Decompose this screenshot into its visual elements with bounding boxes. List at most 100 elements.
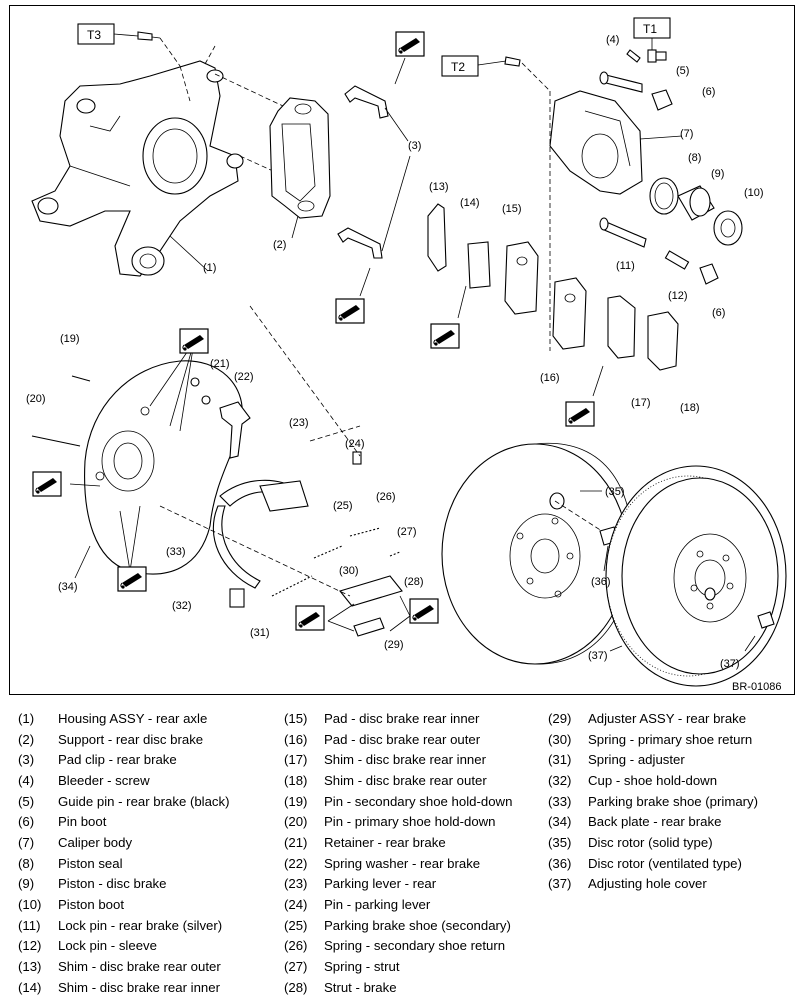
legend-row: (27) Spring - strut xyxy=(284,956,512,977)
parts-legend: (1)Housing ASSY - rear axle(2)Support - … xyxy=(0,708,804,1006)
legend-part-number: (19) xyxy=(284,793,308,809)
callout: (14) xyxy=(460,197,480,209)
legend-row: (29) Adjuster ASSY - rear brake xyxy=(548,708,758,729)
shoe-hardware-drawing xyxy=(159,305,411,637)
legend-part-number: (2) xyxy=(18,731,35,747)
legend-part-name: Pin boot xyxy=(58,814,107,830)
support-drawing xyxy=(269,97,331,239)
legend-part-number: (18) xyxy=(284,772,308,788)
figure-reference-code: BR-01086 xyxy=(732,681,782,693)
callout: (2) xyxy=(273,239,286,251)
legend-part-number: (16) xyxy=(284,731,308,747)
legend-part-name: Back plate - rear brake xyxy=(588,814,722,830)
legend-part-number: (34) xyxy=(548,814,572,830)
legend-row: (21)Retainer - rear brake xyxy=(284,832,512,853)
legend-part-number: (10) xyxy=(18,897,42,913)
callout: (11) xyxy=(616,260,635,272)
legend-row: (3)Pad clip - rear brake xyxy=(18,749,230,770)
legend-part-name: Spring - strut xyxy=(324,959,400,975)
legend-row: (11)Lock pin - rear brake (silver) xyxy=(18,915,230,936)
grease-icon xyxy=(335,298,365,324)
legend-row: (23) Parking lever - rear xyxy=(284,874,512,895)
legend-part-name: Shim - disc brake rear outer xyxy=(58,959,221,975)
legend-part-number: (15) xyxy=(284,710,308,726)
legend-row: (30)Spring - primary shoe return xyxy=(548,729,758,750)
legend-row: (13) Shim - disc brake rear outer xyxy=(18,956,230,977)
grease-icon xyxy=(430,323,460,349)
callout: (13) xyxy=(429,181,449,193)
legend-part-name: Parking brake shoe (secondary) xyxy=(324,917,511,933)
back-plate-drawing xyxy=(31,341,243,579)
callout: (7) xyxy=(680,128,693,140)
legend-part-number: (32) xyxy=(548,772,572,788)
legend-row: (28)Strut - brake xyxy=(284,977,512,998)
legend-part-number: (5) xyxy=(18,793,35,809)
legend-part-number: (27) xyxy=(284,959,308,975)
callout: (25) xyxy=(333,500,353,512)
legend-part-number: (13) xyxy=(18,959,42,975)
legend-part-number: (20) xyxy=(284,814,308,830)
callout: (31) xyxy=(250,627,270,639)
legend-part-number: (22) xyxy=(284,855,308,871)
callout: (19) xyxy=(60,333,80,345)
torque-label-t1: T1 xyxy=(643,22,657,36)
callout: (36) xyxy=(591,576,611,588)
callout: (8) xyxy=(688,152,701,164)
legend-part-name: Pin - parking lever xyxy=(324,897,431,913)
legend-part-number: (1) xyxy=(18,710,35,726)
grease-icon xyxy=(32,471,62,497)
legend-part-number: (9) xyxy=(18,876,35,892)
callout: (21) xyxy=(210,358,230,370)
legend-part-name: Guide pin - rear brake (black) xyxy=(58,793,230,809)
grease-icon xyxy=(295,605,325,631)
ventilated-rotor-drawing xyxy=(605,465,787,687)
legend-part-name: Spring washer - rear brake xyxy=(324,855,481,871)
legend-part-name: Parking lever - rear xyxy=(324,876,437,892)
caliper-assembly-drawing xyxy=(521,49,743,351)
legend-part-number: (4) xyxy=(18,772,35,788)
legend-column: (29) Adjuster ASSY - rear brake (30)Spring… xyxy=(548,708,758,894)
callout: (27) xyxy=(397,526,417,538)
callout: (34) xyxy=(58,581,78,593)
legend-row: (20)Pin - primary shoe hold-down xyxy=(284,811,512,832)
legend-part-number: (23) xyxy=(284,876,308,892)
legend-row: (8)Piston seal xyxy=(18,853,230,874)
callout: (9) xyxy=(711,168,724,180)
callout: (37) xyxy=(720,658,740,670)
legend-row: (31) Spring - adjuster xyxy=(548,749,758,770)
legend-row: (16) Pad - disc brake rear outer xyxy=(284,729,512,750)
legend-part-name: Shim - disc brake rear outer xyxy=(324,772,487,788)
legend-part-name: Spring - primary shoe return xyxy=(588,731,753,747)
legend-part-name: Pad - disc brake rear outer xyxy=(324,731,481,747)
legend-part-number: (31) xyxy=(548,752,572,768)
callout: (3) xyxy=(408,140,421,152)
legend-part-name: Adjuster ASSY - rear brake xyxy=(588,710,747,726)
legend-row: (18) Shim - disc brake rear outer xyxy=(284,770,512,791)
callout: (33) xyxy=(166,546,186,558)
legend-part-number: (25) xyxy=(284,917,308,933)
legend-part-name: Spring - adjuster xyxy=(588,752,685,768)
legend-part-name: Caliper body xyxy=(58,834,133,850)
legend-row: (22) Spring washer - rear brake xyxy=(284,853,512,874)
legend-row: (1)Housing ASSY - rear axle xyxy=(18,708,230,729)
legend-part-name: Cup - shoe hold-down xyxy=(588,772,718,788)
callout: (5) xyxy=(676,65,689,77)
legend-row: (15)Pad - disc brake rear inner xyxy=(284,708,512,729)
callout: (35) xyxy=(605,486,625,498)
legend-part-name: Pad clip - rear brake xyxy=(58,752,177,768)
callout: (12) xyxy=(668,290,688,302)
legend-part-number: (26) xyxy=(284,938,308,954)
legend-row: (19)Pin - secondary shoe hold-down xyxy=(284,791,512,812)
legend-part-number: (33) xyxy=(548,793,572,809)
legend-part-number: (37) xyxy=(548,876,572,892)
legend-part-number: (29) xyxy=(548,710,572,726)
legend-row: (9) Piston - disc brake xyxy=(18,874,230,895)
legend-row: (33)Parking brake shoe (primary) xyxy=(548,791,758,812)
grease-icon xyxy=(179,328,209,354)
legend-part-number: (8) xyxy=(18,855,35,871)
legend-row: (12)Lock pin - sleeve xyxy=(18,936,230,957)
callout: (22) xyxy=(234,371,254,383)
callout: (10) xyxy=(744,187,764,199)
legend-part-name: Piston - disc brake xyxy=(58,876,167,892)
grease-icon xyxy=(409,598,439,624)
